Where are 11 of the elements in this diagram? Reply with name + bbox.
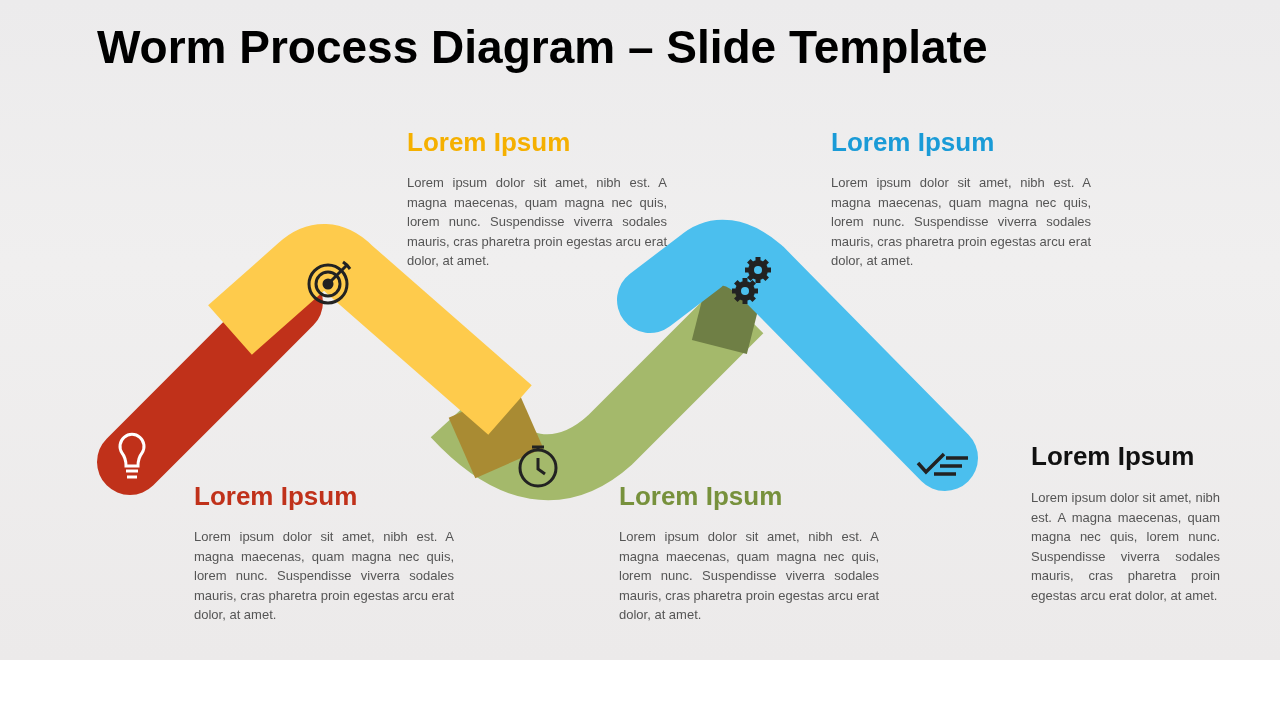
- step-description: Lorem ipsum dolor sit amet, nibh est. A magna maecenas, quam magna nec quis, lorem nunc. Suspendisse viverra sodales mauris, cras pharetra proin egestas arcu erat dolor, at amet.: [619, 528, 879, 624]
- step-heading: Lorem Ipsum: [831, 127, 995, 158]
- slide-title: Worm Process Diagram – Slide Template: [97, 20, 988, 74]
- step-description: Lorem ipsum dolor sit amet, nibh est. A magna maecenas, quam magna nec quis, lorem nunc. Suspendisse viverra sodales mauris, cras pharetra proin egestas arcu erat dolor, at amet.: [407, 174, 667, 270]
- step-heading: Lorem Ipsum: [619, 481, 783, 512]
- step-heading: Lorem Ipsum: [194, 481, 358, 512]
- step-heading: Lorem Ipsum: [407, 127, 571, 158]
- step-description: Lorem ipsum dolor sit amet, nibh est. A magna maecenas, quam magna nec quis, lorem nunc. Suspendisse viverra sodales mauris, cras pharetra proin egestas arcu erat dolor, at amet.: [831, 174, 1091, 270]
- step-description: Lorem ipsum dolor sit amet, nibh est. A magna maecenas, quam magna nec quis, lorem nunc. Suspendisse viverra sodales mauris, cras pharetra proin egestas arcu erat dolor, at amet.: [1031, 489, 1220, 605]
- step-heading: Lorem Ipsum: [1031, 441, 1195, 472]
- step-description: Lorem ipsum dolor sit amet, nibh est. A magna maecenas, quam magna nec quis, lorem nunc. Suspendisse viverra sodales mauris, cras pharetra proin egestas arcu erat dolor, at amet.: [194, 528, 454, 624]
